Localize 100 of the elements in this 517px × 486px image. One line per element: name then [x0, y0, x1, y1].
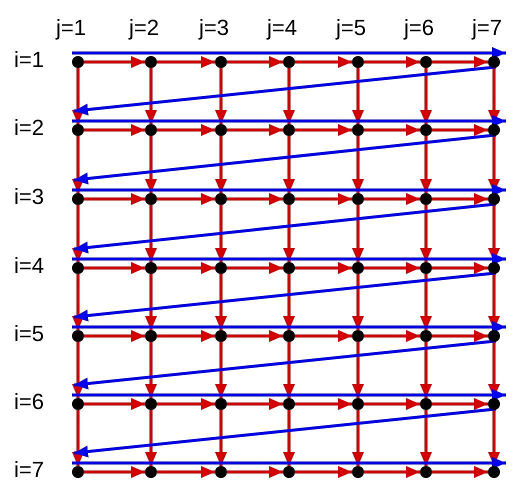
- arrow: [145, 342, 157, 398]
- grid-point: [145, 124, 157, 136]
- grid-point: [283, 193, 295, 205]
- grid-point: [488, 193, 500, 205]
- arrow: [72, 253, 506, 265]
- grid-point: [352, 56, 364, 68]
- arrow: [145, 274, 157, 330]
- arrow: [352, 342, 364, 398]
- grid-point: [352, 262, 364, 274]
- arrow: [215, 274, 227, 330]
- grid-point: [420, 466, 432, 478]
- grid-point: [488, 398, 500, 410]
- grid-point: [215, 262, 227, 274]
- arrow: [145, 68, 157, 124]
- grid-point: [283, 124, 295, 136]
- arrow: [72, 136, 84, 193]
- index-label: j=7: [472, 16, 502, 40]
- arrow: [74, 340, 496, 390]
- arrow: [157, 56, 215, 68]
- arrow: [432, 466, 488, 478]
- grid-point: [215, 193, 227, 205]
- arrow: [227, 330, 283, 342]
- grid-point: [420, 262, 432, 274]
- arrow: [352, 68, 364, 124]
- index-label: j=6: [404, 16, 434, 40]
- arrow: [295, 398, 352, 410]
- arrow: [74, 272, 496, 322]
- arrow: [157, 330, 215, 342]
- grid-point: [352, 193, 364, 205]
- grid-point: [488, 56, 500, 68]
- arrow: [157, 193, 215, 205]
- arrow: [283, 410, 295, 466]
- index-label: i=5: [14, 322, 44, 346]
- arrow: [352, 205, 364, 262]
- arrow: [227, 262, 283, 274]
- arrow: [283, 136, 295, 193]
- grid-point: [145, 466, 157, 478]
- arrow: [432, 330, 488, 342]
- index-label: i=6: [14, 390, 44, 414]
- arrow: [364, 466, 420, 478]
- arrow: [84, 330, 145, 342]
- arrow: [364, 124, 420, 136]
- grid-point: [283, 56, 295, 68]
- grid-point: [283, 330, 295, 342]
- arrow: [352, 410, 364, 466]
- arrow: [84, 466, 145, 478]
- arrow: [72, 274, 84, 330]
- grid-point: [72, 124, 84, 136]
- grid-point: [145, 193, 157, 205]
- arrow: [84, 262, 145, 274]
- grid-point: [72, 193, 84, 205]
- index-label: i=3: [14, 185, 44, 209]
- arrow: [227, 124, 283, 136]
- grid-point: [145, 330, 157, 342]
- arrow: [74, 134, 496, 184]
- grid-point: [283, 262, 295, 274]
- grid-point: [72, 466, 84, 478]
- grid-point: [420, 124, 432, 136]
- index-label: j=4: [267, 16, 297, 40]
- index-label: i=4: [14, 254, 44, 278]
- grid-point: [215, 398, 227, 410]
- arrow: [352, 274, 364, 330]
- arrow: [420, 68, 432, 124]
- grid-point: [215, 466, 227, 478]
- grid-point: [420, 398, 432, 410]
- arrow: [295, 466, 352, 478]
- arrow: [215, 136, 227, 193]
- index-label: j=3: [199, 16, 229, 40]
- arrow: [72, 410, 84, 466]
- arrow: [74, 202, 496, 254]
- arrow: [84, 124, 145, 136]
- grid-point: [352, 466, 364, 478]
- grid-point: [283, 398, 295, 410]
- arrow: [72, 205, 84, 262]
- arrow: [420, 274, 432, 330]
- arrow: [227, 466, 283, 478]
- arrow: [432, 398, 488, 410]
- arrow: [72, 321, 506, 333]
- grid-point: [72, 56, 84, 68]
- grid-point: [72, 398, 84, 410]
- arrow: [420, 410, 432, 466]
- arrow: [215, 342, 227, 398]
- arrow: [72, 342, 84, 398]
- arrow: [72, 457, 506, 469]
- grid-point: [488, 124, 500, 136]
- arrow: [295, 124, 352, 136]
- arrow: [420, 136, 432, 193]
- grid-point: [488, 466, 500, 478]
- arrow: [283, 274, 295, 330]
- arrow: [74, 408, 496, 458]
- grid-point: [352, 124, 364, 136]
- arrow: [145, 136, 157, 193]
- index-label: i=2: [14, 116, 44, 140]
- index-label: j=2: [129, 16, 159, 40]
- arrow: [364, 398, 420, 410]
- index-label: i=7: [14, 458, 44, 482]
- arrow: [84, 398, 145, 410]
- arrow: [227, 193, 283, 205]
- grid-point: [72, 262, 84, 274]
- grid-point: [420, 193, 432, 205]
